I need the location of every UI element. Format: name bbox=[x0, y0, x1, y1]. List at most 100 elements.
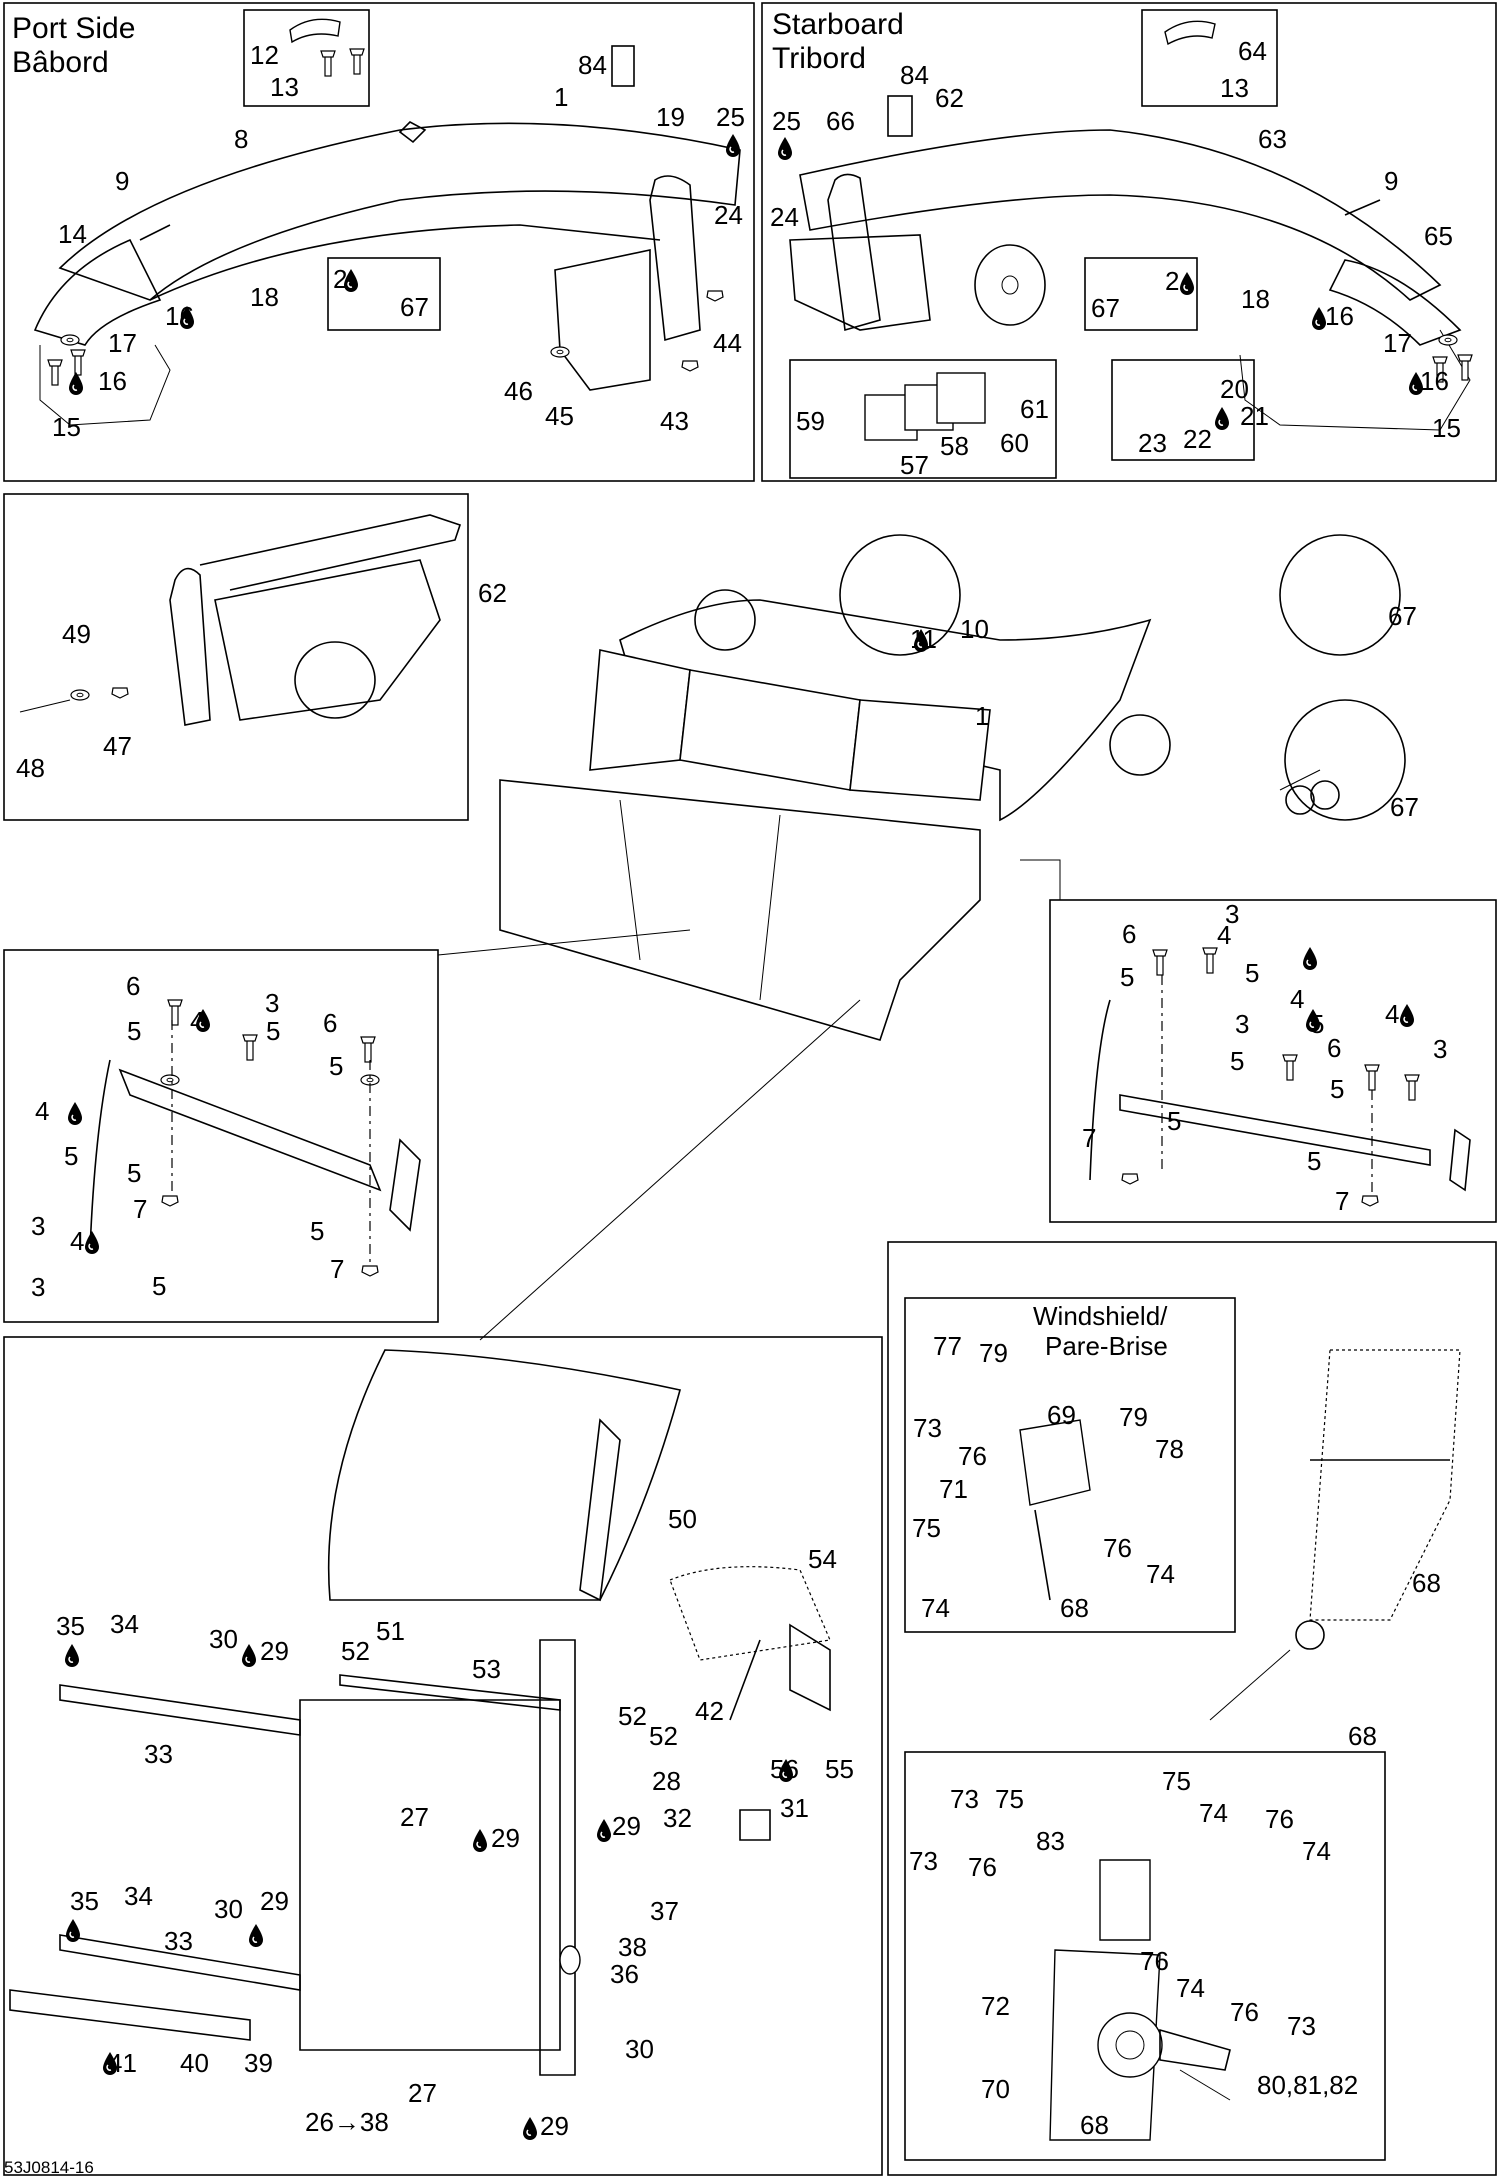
callout-26-38: 26→38 bbox=[305, 2107, 389, 2137]
steering-wheel bbox=[974, 244, 1046, 326]
callout-16: 16 bbox=[1420, 366, 1449, 396]
callout-24: 24 bbox=[714, 200, 743, 230]
callout-6: 6 bbox=[323, 1008, 337, 1038]
callout-14: 14 bbox=[58, 219, 87, 249]
callout-1: 1 bbox=[975, 701, 989, 731]
link-wiper bbox=[1209, 1649, 1291, 1721]
callout-10: 10 bbox=[960, 614, 989, 644]
callout-76: 76 bbox=[968, 1852, 997, 1882]
callout-47: 47 bbox=[103, 731, 132, 761]
callout-7: 7 bbox=[330, 1254, 344, 1284]
callout-78: 78 bbox=[1155, 1434, 1184, 1464]
focus-circle-right bbox=[1109, 714, 1171, 776]
callout-28: 28 bbox=[652, 1766, 681, 1796]
callout-30: 30 bbox=[214, 1894, 243, 1924]
callout-15: 15 bbox=[52, 412, 81, 442]
callout-59: 59 bbox=[796, 406, 825, 436]
washer-17 bbox=[1438, 334, 1458, 346]
callout-5: 5 bbox=[1230, 1046, 1244, 1076]
callout-48: 48 bbox=[16, 753, 45, 783]
steering-hub bbox=[1001, 275, 1019, 295]
glass-50-edge bbox=[579, 1418, 621, 1602]
motor-small bbox=[1295, 1620, 1325, 1650]
callout-49: 49 bbox=[62, 619, 91, 649]
glass-1 bbox=[849, 699, 991, 801]
callout-53: 53 bbox=[472, 1654, 501, 1684]
callout-74: 74 bbox=[1176, 1973, 1205, 2003]
panel-port-side: Port Side Bâbord bbox=[3, 2, 755, 482]
callout-68: 68 bbox=[1412, 1568, 1441, 1598]
steering-wheel bbox=[294, 641, 376, 719]
inset-motor-detail bbox=[904, 1751, 1386, 2161]
callout-7: 7 bbox=[1335, 1186, 1349, 1216]
callout-79: 79 bbox=[1119, 1402, 1148, 1432]
callout-74: 74 bbox=[1302, 1836, 1331, 1866]
center-windshield-assembly bbox=[499, 534, 1406, 1041]
callout-4: 4 bbox=[35, 1096, 49, 1126]
port-console bbox=[554, 249, 651, 391]
callout-6: 6 bbox=[126, 971, 140, 1001]
port-side-heading-fr: Bâbord bbox=[12, 46, 109, 79]
callout-58: 58 bbox=[940, 431, 969, 461]
starboard-heading: Starboard bbox=[772, 8, 904, 41]
callout-75: 75 bbox=[995, 1784, 1024, 1814]
focus-circle-left bbox=[694, 589, 756, 651]
callout-80-81-82: 80,81,82 bbox=[1257, 2070, 1358, 2100]
callout-9: 9 bbox=[1384, 166, 1398, 196]
callout-27: 27 bbox=[408, 2078, 437, 2108]
callout-84: 84 bbox=[578, 50, 607, 80]
motor-68 bbox=[1097, 2012, 1163, 2078]
callout-62: 62 bbox=[935, 83, 964, 113]
bracket-64 bbox=[1164, 20, 1216, 46]
link-lower bbox=[479, 999, 861, 1341]
callout-36: 36 bbox=[610, 1959, 639, 1989]
seal-67-profile bbox=[1279, 769, 1321, 791]
callout-73: 73 bbox=[909, 1846, 938, 1876]
bracket-31 bbox=[739, 1809, 771, 1841]
callout-4: 4 bbox=[1217, 920, 1231, 950]
detail-circle-67 bbox=[1279, 534, 1401, 656]
callout-33: 33 bbox=[144, 1739, 173, 1769]
starboard-heading-fr: Tribord bbox=[772, 42, 866, 75]
callout-63: 63 bbox=[1258, 124, 1287, 154]
callout-7: 7 bbox=[1082, 1123, 1096, 1153]
callout-76: 76 bbox=[1265, 1804, 1294, 1834]
callout-52: 52 bbox=[341, 1636, 370, 1666]
mounting-bar bbox=[1119, 1094, 1431, 1166]
callout-74: 74 bbox=[1199, 1798, 1228, 1828]
callout-83: 83 bbox=[1036, 1826, 1065, 1856]
callout-6: 6 bbox=[1327, 1033, 1341, 1063]
callout-21: 21 bbox=[1240, 401, 1269, 431]
callout-5: 5 bbox=[310, 1216, 324, 1246]
callout-3: 3 bbox=[31, 1272, 45, 1302]
callout-31: 31 bbox=[780, 1793, 809, 1823]
leader-right-inset bbox=[1020, 859, 1061, 900]
panel-frame bbox=[3, 493, 469, 821]
callout-29: 29 bbox=[260, 1636, 289, 1666]
windshield-label-fr: Pare-Brise bbox=[1045, 1331, 1168, 1361]
gas-strut-42 bbox=[729, 1639, 761, 1721]
callout-46: 46 bbox=[504, 376, 533, 406]
callout-61: 61 bbox=[1020, 394, 1049, 424]
rail-33 bbox=[59, 1684, 301, 1736]
callout-17: 17 bbox=[1383, 328, 1412, 358]
callout-5: 5 bbox=[1307, 1146, 1321, 1176]
plate-60 bbox=[936, 372, 986, 424]
callout-39: 39 bbox=[244, 2048, 273, 2078]
callout-76: 76 bbox=[1140, 1946, 1169, 1976]
callout-6: 6 bbox=[1122, 919, 1136, 949]
port-side-heading: Port Side bbox=[12, 12, 135, 45]
callout-13: 13 bbox=[270, 72, 299, 102]
callout-70: 70 bbox=[981, 2074, 1010, 2104]
callout-32: 32 bbox=[663, 1803, 692, 1833]
callout-5: 5 bbox=[1245, 958, 1259, 988]
callout-29: 29 bbox=[612, 1811, 641, 1841]
inset-box-12-13 bbox=[243, 9, 370, 107]
rail-33b bbox=[59, 1934, 301, 1991]
callout-76: 76 bbox=[1103, 1533, 1132, 1563]
callout-18: 18 bbox=[250, 282, 279, 312]
callout-74: 74 bbox=[921, 1593, 950, 1623]
callout-5: 5 bbox=[1120, 962, 1134, 992]
bracket-83 bbox=[1099, 1859, 1151, 1941]
callout-5: 5 bbox=[266, 1016, 280, 1046]
